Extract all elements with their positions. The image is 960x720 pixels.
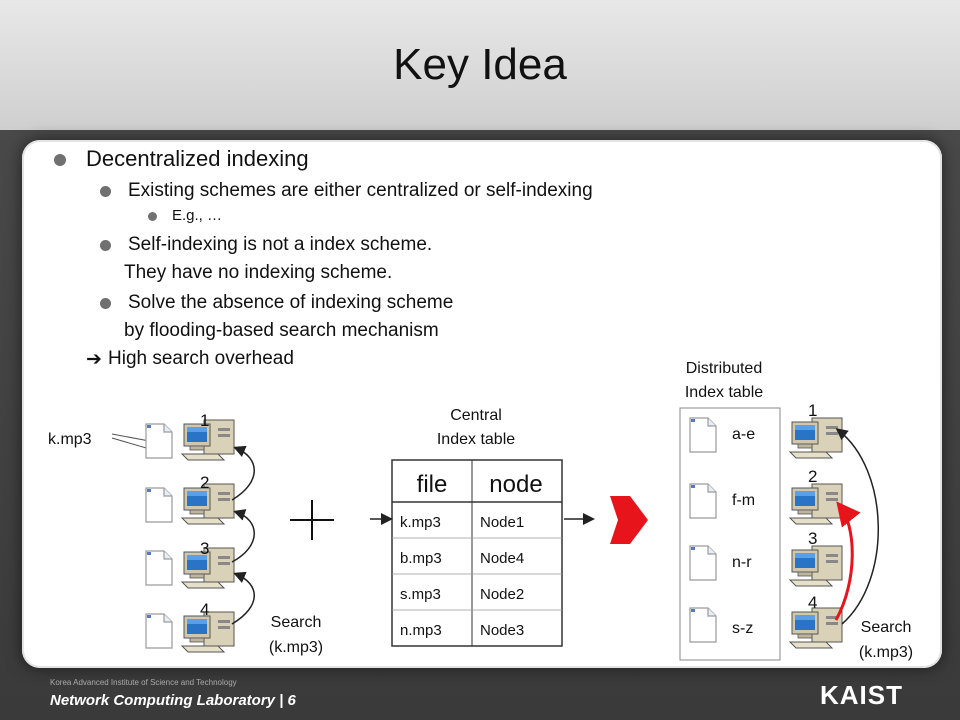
flood-arrow [231, 445, 255, 501]
document-icon [145, 423, 173, 459]
document-icon [689, 607, 717, 643]
node-label-4: 4 [808, 593, 817, 612]
bullet-dot-icon [54, 154, 66, 166]
bullet-l2-cont: by flooding-based search mechanism [124, 320, 439, 341]
node-label-1: 1 [200, 411, 209, 430]
bullet-l2: Existing schemes are either centralized … [128, 180, 593, 201]
node-label-2: 2 [808, 467, 817, 486]
bullet-l3: E.g., … [172, 207, 223, 224]
flood-arrow [231, 509, 255, 563]
distributed-caption: Distributed [686, 360, 762, 377]
lookup-arrow [834, 501, 861, 621]
table-cell: Node2 [480, 586, 524, 603]
bullet-dot-icon [100, 240, 111, 251]
kaist-logo: KAIST [820, 680, 903, 710]
search-label: Search [271, 614, 322, 631]
bullet-l2: Self-indexing is not a index scheme. [128, 234, 433, 255]
bullet-dot-icon [100, 298, 111, 309]
bullet-l2-cont: They have no indexing scheme. [124, 262, 393, 283]
document-icon [689, 483, 717, 519]
search-label: Search [861, 619, 912, 636]
file-label: k.mp3 [48, 431, 92, 448]
document-icon [145, 487, 173, 523]
table-cell: s.mp3 [400, 586, 441, 603]
table-cell: n.mp3 [400, 622, 442, 639]
computer-icon [789, 417, 843, 459]
range-label: f-m [732, 492, 755, 509]
document-icon [689, 545, 717, 581]
table-header-file: file [417, 471, 448, 498]
range-label: n-r [732, 554, 752, 571]
central-caption: Central [450, 407, 502, 424]
table-header-node: node [489, 471, 542, 498]
flood-arrow [231, 571, 255, 625]
title-band [0, 0, 960, 130]
table-cell: Node3 [480, 622, 524, 639]
distributed-caption: Index table [685, 384, 763, 401]
node-label-4: 4 [200, 600, 209, 619]
computer-icon [789, 607, 843, 649]
node-label-3: 3 [200, 539, 209, 558]
result-arrow [835, 428, 879, 625]
document-icon [689, 417, 717, 453]
central-index-table [391, 459, 563, 647]
bullet-dot-icon [100, 186, 111, 197]
range-label: a-e [732, 426, 755, 443]
bullet-l2: Solve the absence of indexing scheme [128, 292, 454, 313]
computer-icon [789, 483, 843, 525]
bullet-l1: Decentralized indexing [86, 146, 309, 171]
central-caption: Index table [437, 431, 515, 448]
bullet-conclusion: High search overhead [108, 348, 294, 369]
node-label-3: 3 [808, 529, 817, 548]
transform-arrow-icon [610, 496, 648, 544]
table-cell: k.mp3 [400, 514, 441, 531]
table-cell: Node4 [480, 550, 524, 567]
table-cell: b.mp3 [400, 550, 442, 567]
document-icon [145, 550, 173, 586]
node-label-1: 1 [808, 401, 817, 420]
slide-title: Key Idea [393, 40, 567, 89]
lab-name: Network Computing Laboratory | 6 [50, 692, 296, 709]
document-icon [145, 613, 173, 649]
computer-icon [789, 545, 843, 587]
table-cell: Node1 [480, 514, 524, 531]
search-query: (k.mp3) [269, 639, 323, 656]
node-label-2: 2 [200, 473, 209, 492]
search-query: (k.mp3) [859, 644, 913, 661]
bullet-dot-icon [148, 212, 157, 221]
arrow-icon: ➔ [86, 349, 102, 370]
institute-name: Korea Advanced Institute of Science and … [50, 678, 237, 687]
range-label: s-z [732, 620, 753, 637]
